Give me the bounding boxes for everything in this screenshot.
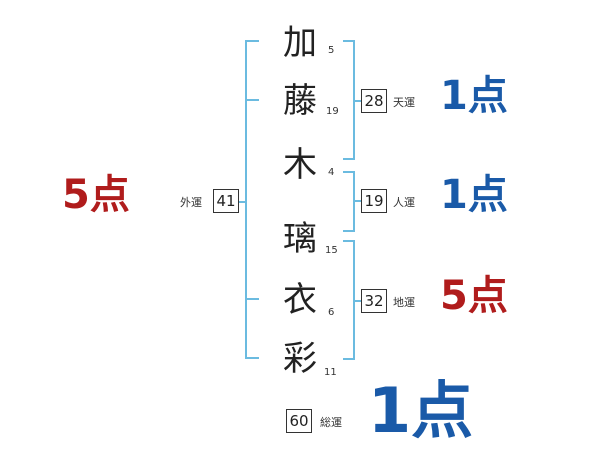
chi-label: 地運 <box>393 296 415 309</box>
stroke-count-1: 5 <box>328 45 335 56</box>
outer-bracket-top-tick <box>245 40 259 42</box>
ten-score: 1点 <box>440 73 508 119</box>
stroke-count-2: 19 <box>326 106 339 117</box>
name-char-4: 璃 <box>283 219 317 259</box>
stroke-count-5: 6 <box>328 307 335 318</box>
chi-score: 5点 <box>440 273 508 319</box>
jin-score: 1点 <box>440 172 508 218</box>
stroke-count-4: 15 <box>325 245 338 256</box>
jin-value-box: 19 <box>361 189 387 213</box>
chi-bracket-top-tick <box>343 240 355 242</box>
stroke-count-3: 4 <box>328 167 335 178</box>
jin-connector <box>353 200 361 202</box>
name-char-5: 衣 <box>283 280 317 320</box>
outer-connector <box>239 201 247 203</box>
name-char-1: 加 <box>283 23 317 63</box>
total-score: 1点 <box>368 374 474 447</box>
chi-bracket-bottom-tick <box>343 358 355 360</box>
jin-bracket-bottom-tick <box>343 230 355 232</box>
outer-bracket-mid-tick-2 <box>245 298 259 300</box>
outer-bracket-mid-tick-1 <box>245 99 259 101</box>
ten-connector <box>353 100 361 102</box>
jin-bracket-top-tick <box>343 171 355 173</box>
jin-label: 人運 <box>393 196 415 209</box>
ten-label: 天運 <box>393 96 415 109</box>
outer-bracket-bottom-tick <box>245 357 259 359</box>
chi-connector <box>353 300 361 302</box>
stroke-count-6: 11 <box>324 367 337 378</box>
outer-score: 5点 <box>62 172 130 218</box>
name-char-6: 彩 <box>283 339 317 379</box>
name-char-3: 木 <box>283 145 317 185</box>
total-value-box: 60 <box>286 409 312 433</box>
ten-value-box: 28 <box>361 89 387 113</box>
outer-label: 外運 <box>180 196 202 209</box>
outer-value-box: 41 <box>213 189 239 213</box>
chi-value-box: 32 <box>361 289 387 313</box>
ten-bracket-top-tick <box>343 40 355 42</box>
outer-bracket-vertical <box>245 40 247 359</box>
name-char-2: 藤 <box>283 81 317 121</box>
ten-bracket-bottom-tick <box>343 158 355 160</box>
total-label: 総運 <box>320 416 342 429</box>
